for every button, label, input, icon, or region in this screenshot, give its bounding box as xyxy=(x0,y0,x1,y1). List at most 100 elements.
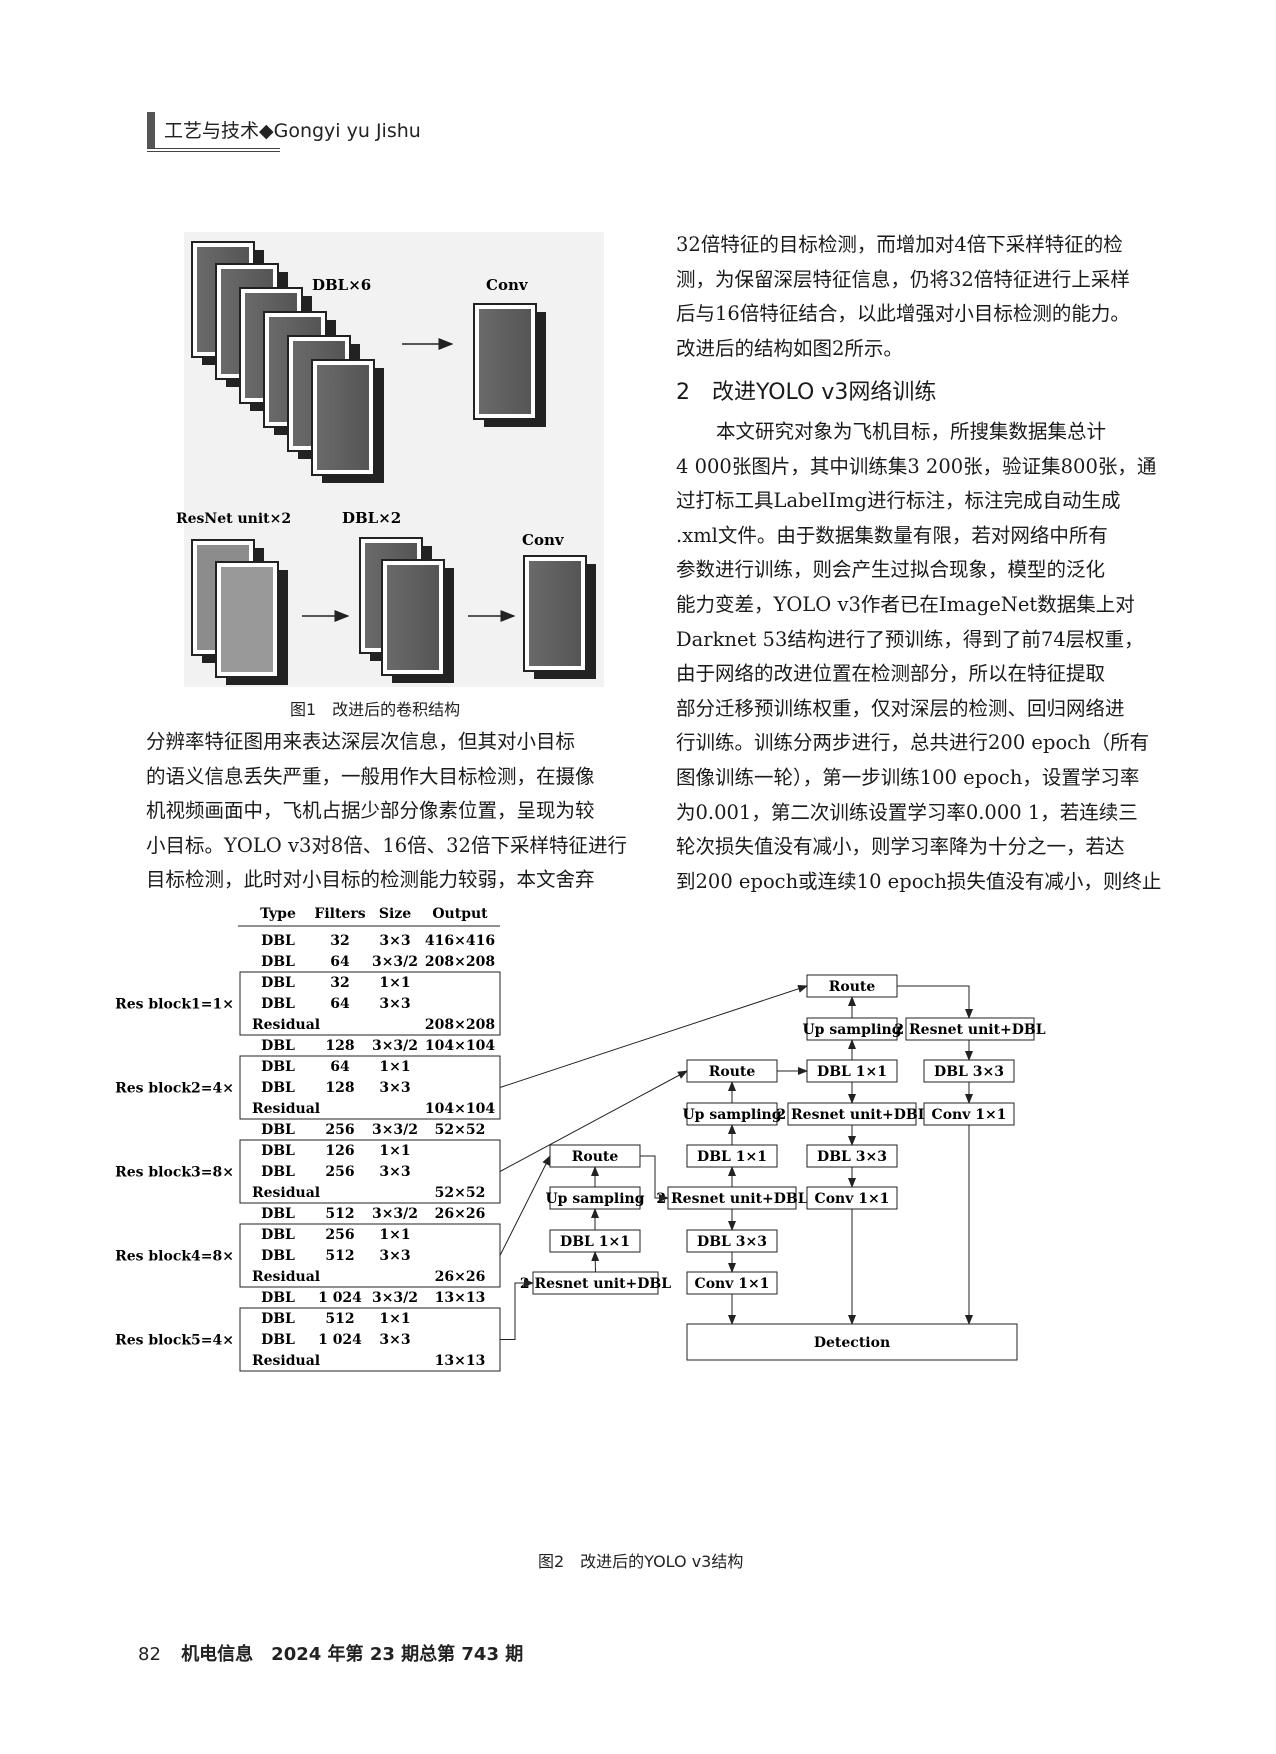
table-cell-type: Residual xyxy=(252,1353,320,1369)
table-cell-type: DBL xyxy=(261,1059,295,1075)
table-cell-type: Residual xyxy=(252,1017,320,1033)
table-cell-filters: 256 xyxy=(325,1227,354,1243)
table-cell-output: 104×104 xyxy=(425,1101,495,1117)
conv-bottom-card xyxy=(523,555,596,679)
figure-2-caption: 图2 改进后的YOLO v3结构 xyxy=(538,1552,744,1571)
table-cell-type: DBL xyxy=(261,1038,295,1054)
table-cell-size: 1×1 xyxy=(379,1143,410,1159)
dbl2-stack xyxy=(359,537,454,683)
text-line: 后与16倍特征结合，以此增强对小目标检测的能力。 xyxy=(676,302,1130,326)
arrow-block3-to-route-b xyxy=(499,1070,688,1172)
dbl3x3-c-label: DBL 3×3 xyxy=(817,1149,887,1165)
text-line: 为0.001，第二次训练设置学习率0.000 1，若连续三 xyxy=(676,800,1138,824)
text-line: 目标检测，此时对小目标的检测能力较弱，本文舍弃 xyxy=(146,868,595,892)
text-line: 测，为保留深层特征信息，仍将32倍特征进行上采样 xyxy=(676,267,1130,291)
res-block-label: Res block1=1× xyxy=(115,997,234,1013)
column-header: 工艺与技术◆Gongyi yu Jishu xyxy=(164,120,421,142)
table-cell-type: DBL xyxy=(261,1227,295,1243)
table-cell-output: 13×13 xyxy=(435,1353,486,1369)
table-cell-filters: 128 xyxy=(325,1038,354,1054)
flow-connector xyxy=(591,1251,600,1273)
figure-1-caption: 图1 改进后的卷积结构 xyxy=(290,700,461,719)
table-cell-type: Residual xyxy=(252,1101,320,1117)
table-cell-type: Residual xyxy=(252,1269,320,1285)
label-resnet: ResNet unit×2 xyxy=(176,511,291,527)
route-c-label: Route xyxy=(829,979,876,995)
table-cell-filters: 256 xyxy=(325,1122,354,1138)
resnet-unit-b-label: 2 Resnet unit+DBL xyxy=(656,1191,807,1207)
table-cell-filters: 1 024 xyxy=(318,1290,362,1306)
table-cell-size: 3×3/2 xyxy=(372,1206,418,1222)
detection-label: Detection xyxy=(814,1335,890,1351)
table-cell-size: 1×1 xyxy=(379,1311,410,1327)
text-line: 行训练。训练分两步进行，总共进行200 epoch（所有 xyxy=(676,731,1150,755)
res-block-label: Res block5=4× xyxy=(115,1333,234,1349)
label-conv-top: Conv xyxy=(486,276,529,294)
arrow-route-c-to-resnet-d xyxy=(897,985,973,1019)
upsampling-c-label: Up sampling xyxy=(802,1022,901,1038)
upsampling-b-label: Up sampling xyxy=(682,1107,781,1123)
upsampling-a-label: Up sampling xyxy=(545,1191,644,1207)
text-line: 轮次损失值没有减小，则学习率降为十分之一，若达 xyxy=(676,835,1125,859)
conv1x1-c-label: Conv 1×1 xyxy=(815,1191,890,1207)
table-cell-type: DBL xyxy=(261,1206,295,1222)
table-cell-size: 3×3/2 xyxy=(372,1290,418,1306)
table-cell-size: 1×1 xyxy=(379,1059,410,1075)
text-line: 部分迁移预训练权重，仅对深层的检测、回归网络进 xyxy=(676,696,1125,720)
route-a-label: Route xyxy=(572,1149,619,1165)
table-cell-type: DBL xyxy=(261,975,295,991)
table-header: Output xyxy=(432,906,488,922)
journal-info: 机电信息 2024 年第 23 期总第 743 期 xyxy=(181,1644,524,1665)
table-header: Size xyxy=(379,906,411,922)
dbl1x1-a-label: DBL 1×1 xyxy=(560,1234,630,1250)
res-block-label: Res block3=8× xyxy=(115,1165,234,1181)
table-cell-output: 52×52 xyxy=(435,1122,486,1138)
conv1x1-b-label: Conv 1×1 xyxy=(695,1276,770,1292)
table-cell-type: DBL xyxy=(261,1332,295,1348)
table-cell-filters: 64 xyxy=(330,1059,350,1075)
table-cell-type: DBL xyxy=(261,1248,295,1264)
res-block-label: Res block2=4× xyxy=(115,1081,234,1097)
arrow-block2-to-route-c xyxy=(499,985,808,1088)
table-cell-type: DBL xyxy=(261,1122,295,1138)
text-line: 机视频画面中，飞机占据少部分像素位置，呈现为较 xyxy=(146,799,595,823)
text-line: 过打标工具LabelImg进行标注，标注完成自动生成 xyxy=(676,489,1121,513)
figure-1-diagram: DBL×6 Conv ResNet unit×2 DBL×2 Conv xyxy=(176,232,604,687)
table-cell-size: 3×3/2 xyxy=(372,1038,418,1054)
table-cell-type: DBL xyxy=(261,1143,295,1159)
page-number: 82 xyxy=(138,1644,161,1665)
resnet-stack xyxy=(191,539,288,685)
header-bar xyxy=(147,112,155,148)
conv-top-card xyxy=(473,303,546,427)
arrow-route-a-to-resnet-b xyxy=(640,1155,669,1202)
label-dbl2: DBL×2 xyxy=(342,509,401,527)
dbl1x1-c-label: DBL 1×1 xyxy=(817,1064,887,1080)
table-cell-type: DBL xyxy=(261,1164,295,1180)
table-cell-type: DBL xyxy=(261,933,295,949)
conv1x1-d-label: Conv 1×1 xyxy=(932,1107,1007,1123)
label-conv-bottom: Conv xyxy=(522,531,565,549)
arrow-block4-to-route-a xyxy=(499,1155,551,1256)
table-cell-size: 1×1 xyxy=(379,975,410,991)
table-cell-filters: 128 xyxy=(325,1080,354,1096)
route-b-label: Route xyxy=(709,1064,756,1080)
section-heading: 2 改进YOLO v3网络训练 xyxy=(676,380,937,405)
text-line: 4 000张图片，其中训练集3 200张，验证集800张，通 xyxy=(676,454,1157,478)
resnet-unit-a-label: 2 Resnet unit+DBL xyxy=(520,1276,671,1292)
text-line: 32倍特征的目标检测，而增加对4倍下采样特征的检 xyxy=(676,233,1123,256)
table-cell-size: 3×3/2 xyxy=(372,954,418,970)
table-cell-size: 3×3 xyxy=(379,1164,410,1180)
right-column-para-2: 本文研究对象为飞机目标，所搜集数据集总计 4 000张图片，其中训练集3 200… xyxy=(676,415,1181,899)
table-cell-size: 3×3 xyxy=(379,1332,410,1348)
dbl3x3-b-label: DBL 3×3 xyxy=(697,1234,767,1250)
text-line: 小目标。YOLO v3对8倍、16倍、32倍下采样特征进行 xyxy=(146,833,627,857)
table-cell-size: 3×3 xyxy=(379,996,410,1012)
table-cell-type: Residual xyxy=(252,1185,320,1201)
table-cell-output: 208×208 xyxy=(425,954,495,970)
dbl1x1-b-label: DBL 1×1 xyxy=(697,1149,767,1165)
table-cell-filters: 1 024 xyxy=(318,1332,362,1348)
table-cell-filters: 512 xyxy=(325,1206,354,1222)
text-line: 分辨率特征图用来表达深层次信息，但其对小目标 xyxy=(146,730,576,753)
